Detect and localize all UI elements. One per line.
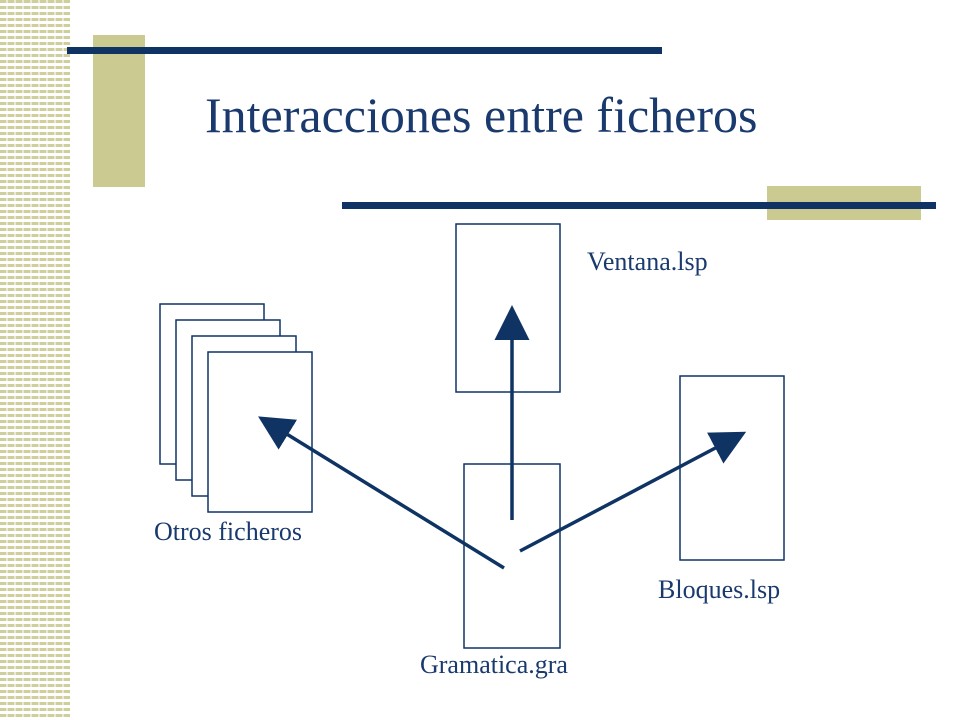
arrow-gramatica-to-otros — [258, 416, 505, 570]
ventana-file-box — [455, 223, 561, 393]
label-ventana: Ventana.lsp — [587, 247, 708, 276]
title-rule-bottom — [342, 202, 936, 209]
label-otros-ficheros: Otros ficheros — [154, 517, 302, 546]
label-gramatica: Gramatica.gra — [420, 650, 568, 679]
accent-block-top — [93, 35, 145, 187]
otros-ficheros-stack — [159, 303, 313, 513]
arrow-gramatica-to-bloques — [519, 431, 747, 553]
title-rule-top — [67, 47, 662, 54]
decorative-stripe-band — [0, 0, 70, 720]
bloques-file-box — [679, 375, 785, 561]
label-bloques: Bloques.lsp — [658, 575, 780, 604]
slide-title: Interacciones entre ficheros — [205, 87, 758, 143]
file-page-front — [207, 351, 313, 513]
